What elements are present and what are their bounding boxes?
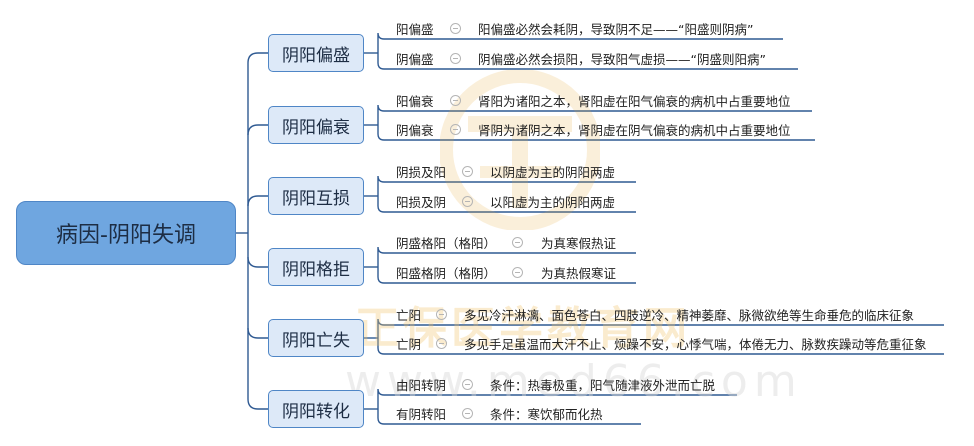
leaf-description: 肾阴为诸阴之本，肾阴虚在阴气偏衰的病机中占重要地位 xyxy=(478,122,791,138)
leaf-node[interactable]: 由阳转阴 条件：热毒极重，阳气随津液外泄而亡脱 xyxy=(396,373,715,395)
watermark-text: 正保医学教育网 xyxy=(355,303,691,354)
leaf-underline-3-1 xyxy=(377,267,636,284)
leaf-description: 条件：热毒极重，阳气随津液外泄而亡脱 xyxy=(490,377,716,393)
leaf-description: 为真热假寒证 xyxy=(541,265,617,281)
collapse-minus-icon[interactable] xyxy=(462,378,473,390)
leaf-node[interactable]: 亡阳 多见冷汗淋漓、面色苍白、四肢逆冷、精神萎靡、脉微欲绝等生命垂危的临床征象 xyxy=(396,303,914,325)
leaf-name: 阳偏衰 xyxy=(396,93,434,109)
leaf-node[interactable]: 有阴转阳 条件：寒饮郁而化热 xyxy=(396,402,603,424)
leaf-node[interactable]: 阳损及阴 以阳虚为主的阴阳两虚 xyxy=(396,190,615,212)
leaf-underline-0-1 xyxy=(377,53,798,70)
leaf-node[interactable]: 阴损及阳 以阴虚为主的阴阳两虚 xyxy=(396,160,615,182)
leaf-description: 多见手足虽温而大汗不止、烦躁不安，心悸气喘，体倦无力、脉数疾躁动等危重征象 xyxy=(464,336,927,352)
root-label: 病因-阴阳失调 xyxy=(56,223,196,248)
collapse-minus-icon[interactable] xyxy=(512,236,523,248)
branch-node[interactable]: 阴阳转化 xyxy=(268,390,364,428)
collapse-minus-icon[interactable] xyxy=(450,22,461,34)
leaf-underline-2-0 xyxy=(377,175,636,196)
branch-node[interactable]: 阴阳偏衰 xyxy=(268,106,364,144)
leaf-name: 阴偏盛 xyxy=(396,51,434,67)
leaf-node[interactable]: 亡阴 多见手足虽温而大汗不止、烦躁不安，心悸气喘，体倦无力、脉数疾躁动等危重征象 xyxy=(396,332,927,354)
leaf-underline-4-1 xyxy=(377,338,944,355)
collapse-minus-icon[interactable] xyxy=(462,195,473,207)
collapse-minus-icon[interactable] xyxy=(450,94,461,106)
leaf-name: 有阴转阳 xyxy=(396,406,447,422)
leaf-node[interactable]: 阳盛格阴（格阴） 为真热假寒证 xyxy=(396,261,616,283)
leaf-node[interactable]: 阴偏盛 阴偏盛必然会损阳，导致阳气虚损——“阴盛则阳病” xyxy=(396,47,766,69)
branch-label: 阴阳偏盛 xyxy=(282,45,350,66)
leaf-description: 以阳虚为主的阴阳两虚 xyxy=(490,194,616,210)
collapse-minus-icon[interactable] xyxy=(512,266,523,278)
branch-node[interactable]: 阴阳格拒 xyxy=(268,248,364,286)
leaf-underline-1-1 xyxy=(377,125,815,141)
branch-connector-1 xyxy=(247,124,268,136)
leaf-name: 阴损及阳 xyxy=(396,164,447,180)
branch-label: 阴阳格拒 xyxy=(282,259,350,280)
leaf-underline-5-0 xyxy=(377,388,737,409)
leaf-name: 阳盛格阴（格阴） xyxy=(396,265,497,281)
leaf-description: 条件：寒饮郁而化热 xyxy=(490,406,603,422)
collapse-minus-icon[interactable] xyxy=(450,52,461,64)
leaf-description: 肾阳为诸阳之本，肾阳虚在阳气偏衰的病机中占重要地位 xyxy=(478,93,791,109)
branch-label: 阴阳偏衰 xyxy=(282,117,350,138)
collapse-minus-icon[interactable] xyxy=(436,337,447,349)
branch-connector-3 xyxy=(247,256,268,268)
leaf-name: 阳损及阴 xyxy=(396,194,447,210)
branch-connector-4 xyxy=(247,327,268,339)
branch-node[interactable]: 阴阳互损 xyxy=(268,177,364,215)
leaf-underline-1-0 xyxy=(377,104,812,125)
leaf-node[interactable]: 阳偏衰 肾阳为诸阳之本，肾阳虚在阳气偏衰的病机中占重要地位 xyxy=(396,89,791,111)
watermark-logo-icon xyxy=(440,70,600,230)
branch-node[interactable]: 阴阳偏盛 xyxy=(268,34,364,72)
watermark-url: www.med66.com xyxy=(345,356,803,407)
leaf-name: 由阳转阴 xyxy=(396,377,447,393)
leaf-name: 阴偏衰 xyxy=(396,122,434,138)
branch-connector-5 xyxy=(247,398,268,410)
leaf-underline-0-0 xyxy=(377,32,783,53)
leaf-underline-3-0 xyxy=(377,246,636,267)
leaf-node[interactable]: 阴偏衰 肾阴为诸阴之本，肾阴虚在阴气偏衰的病机中占重要地位 xyxy=(396,118,791,140)
collapse-minus-icon[interactable] xyxy=(436,308,447,320)
leaf-underline-5-1 xyxy=(377,409,641,425)
branch-label: 阴阳互损 xyxy=(282,188,350,209)
leaf-name: 阳偏盛 xyxy=(396,21,434,37)
leaf-name: 阴盛格阳（格阳） xyxy=(396,235,497,251)
leaf-description: 阳偏盛必然会耗阴，导致阴不足——“阳盛则阴病” xyxy=(478,21,754,37)
leaf-description: 为真寒假热证 xyxy=(541,235,617,251)
root-node[interactable]: 病因-阴阳失调 xyxy=(16,201,236,265)
leaf-name: 亡阳 xyxy=(396,307,422,323)
collapse-minus-icon[interactable] xyxy=(462,407,473,419)
leaf-description: 以阴虚为主的阴阳两虚 xyxy=(490,164,616,180)
collapse-minus-icon[interactable] xyxy=(450,123,461,135)
leaf-name: 亡阴 xyxy=(396,336,422,352)
leaf-description: 阴偏盛必然会损阳，导致阳气虚损——“阴盛则阳病” xyxy=(478,51,766,67)
leaf-underline-4-0 xyxy=(377,318,944,338)
branch-connector-0 xyxy=(247,52,268,64)
branch-node[interactable]: 阴阳亡失 xyxy=(268,319,364,357)
branch-label: 阴阳亡失 xyxy=(282,330,350,351)
branch-connector-2 xyxy=(247,195,268,207)
branch-label: 阴阳转化 xyxy=(282,401,350,422)
collapse-minus-icon[interactable] xyxy=(462,165,473,177)
leaf-underline-2-1 xyxy=(377,196,636,213)
leaf-description: 多见冷汗淋漓、面色苍白、四肢逆冷、精神萎靡、脉微欲绝等生命垂危的临床征象 xyxy=(464,307,915,323)
leaf-node[interactable]: 阳偏盛 阳偏盛必然会耗阴，导致阴不足——“阳盛则阴病” xyxy=(396,17,753,39)
leaf-node[interactable]: 阴盛格阳（格阳） 为真寒假热证 xyxy=(396,231,616,253)
